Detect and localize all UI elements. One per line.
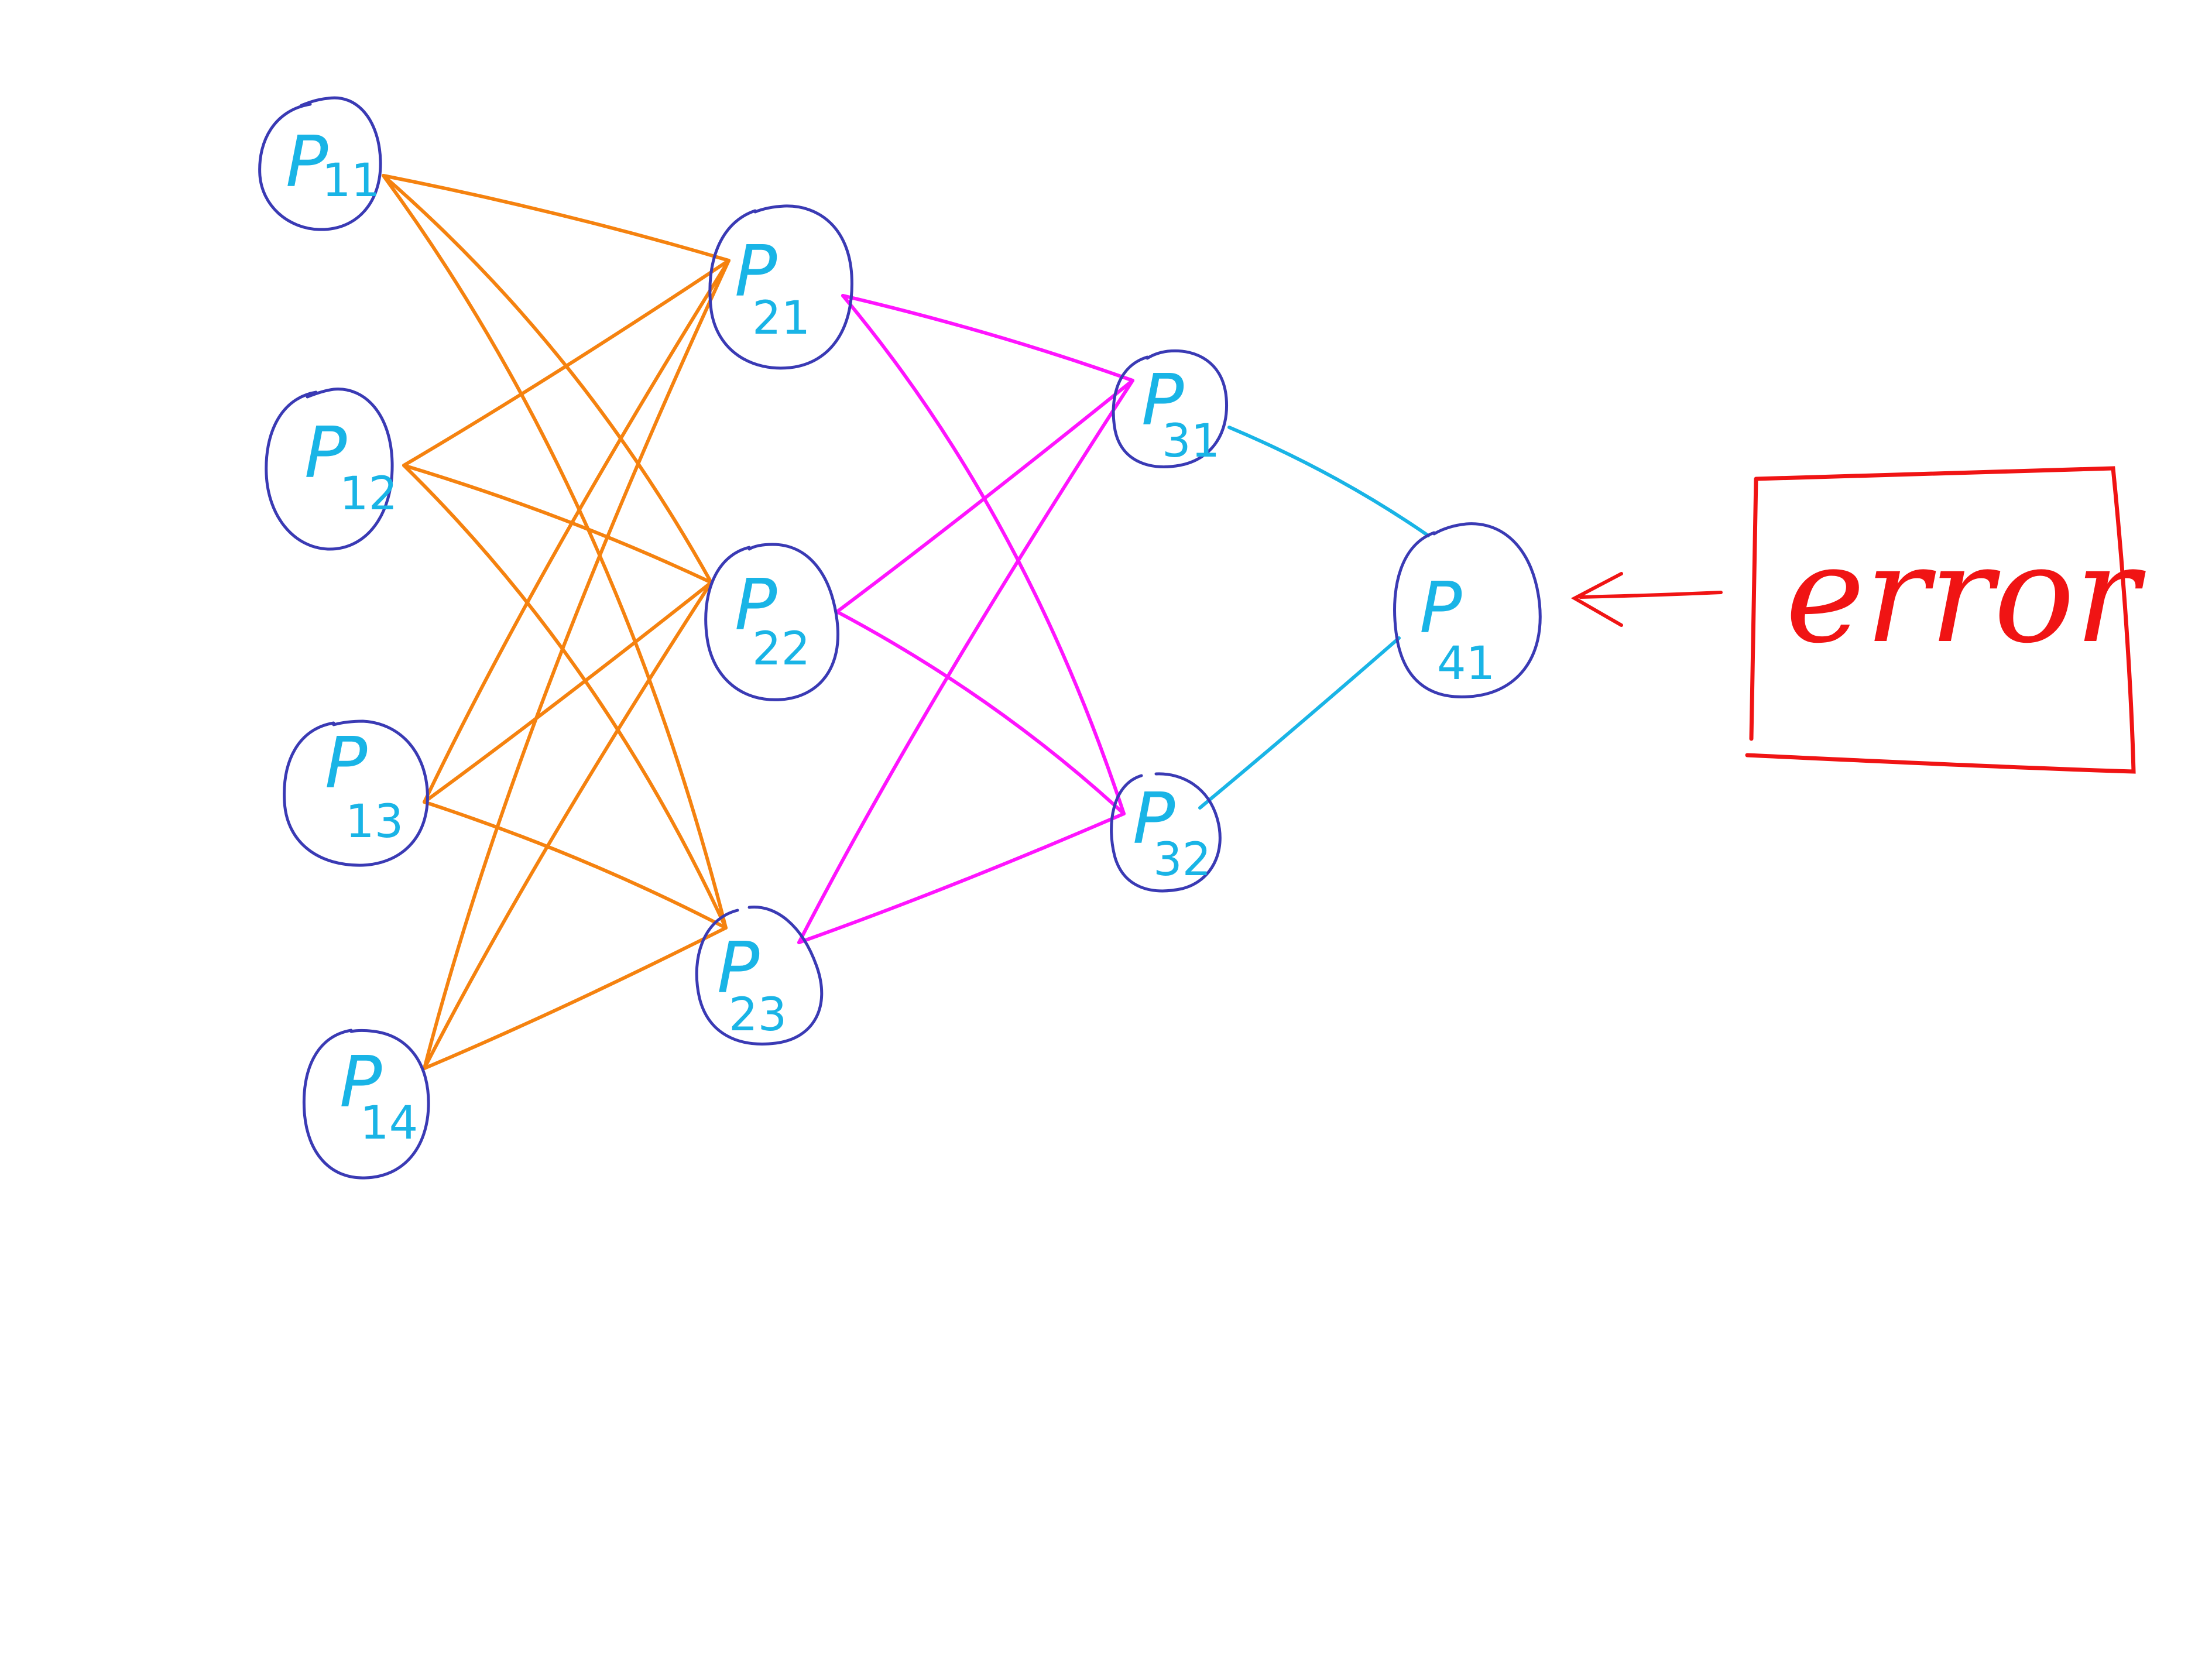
edge-p11-p22 bbox=[382, 174, 713, 584]
edge-p13-p22 bbox=[423, 581, 713, 804]
node-label-sub: 32 bbox=[1153, 834, 1211, 886]
error-arrow bbox=[1570, 572, 1723, 627]
node-label-main: P bbox=[717, 928, 760, 1009]
edge-p22-p32 bbox=[835, 610, 1126, 815]
edges-layer2 bbox=[797, 294, 1134, 944]
edges-layer3 bbox=[1198, 426, 1430, 810]
edge-p31-p41 bbox=[1227, 426, 1430, 537]
arrow-shaft bbox=[1579, 591, 1723, 599]
error-label: error bbox=[1785, 517, 2146, 673]
edge-p21-p32 bbox=[841, 294, 1126, 815]
node-circle bbox=[302, 1029, 430, 1180]
node-label-main: P bbox=[1141, 360, 1184, 441]
edge-p11-p23 bbox=[382, 174, 728, 930]
node-p11: P 11 bbox=[258, 96, 382, 231]
arrow-head bbox=[1570, 572, 1623, 627]
node-label-sub: 12 bbox=[339, 468, 397, 520]
error-box: error bbox=[1745, 466, 2146, 774]
node-p23: P 23 bbox=[695, 906, 824, 1046]
node-label-main: P bbox=[1419, 568, 1462, 649]
node-circle bbox=[708, 204, 853, 370]
edge-p14-p21 bbox=[423, 259, 731, 1070]
node-p31: P 31 bbox=[1112, 349, 1229, 468]
node-label-sub: 22 bbox=[752, 623, 810, 676]
node-label-sub: 21 bbox=[752, 292, 810, 345]
node-circle bbox=[704, 543, 839, 701]
node-label-main: P bbox=[339, 1042, 382, 1123]
node-label-sub: 23 bbox=[729, 989, 787, 1041]
node-p13: P 13 bbox=[283, 719, 429, 867]
node-label-main: P bbox=[304, 413, 347, 494]
edge-p13-p23 bbox=[423, 800, 728, 930]
error-box-outline bbox=[1745, 466, 2136, 774]
node-p21: P 21 bbox=[708, 204, 853, 370]
node-p41: P 41 bbox=[1393, 522, 1542, 698]
edge-p11-p21 bbox=[382, 174, 731, 262]
edge-p13-p21 bbox=[423, 259, 731, 804]
node-circle bbox=[283, 719, 429, 867]
node-label-sub: 41 bbox=[1437, 637, 1495, 690]
node-label-main: P bbox=[735, 231, 777, 313]
node-label-sub: 13 bbox=[345, 796, 403, 848]
node-circle bbox=[265, 388, 394, 551]
node-p12: P 12 bbox=[265, 388, 397, 551]
node-label-main: P bbox=[1133, 779, 1175, 860]
node-p32: P 32 bbox=[1110, 772, 1222, 893]
edge-p12-p21 bbox=[402, 259, 731, 467]
node-label-sub: 11 bbox=[322, 155, 380, 207]
node-p22: P 22 bbox=[704, 543, 839, 701]
node-circle bbox=[695, 906, 824, 1046]
node-p14: P 14 bbox=[302, 1029, 430, 1180]
edge-p12-p22 bbox=[402, 464, 713, 584]
edge-p21-p31 bbox=[841, 294, 1134, 382]
edge-p23-p32 bbox=[797, 812, 1126, 944]
node-label-main: P bbox=[325, 723, 368, 804]
node-circle bbox=[1393, 522, 1542, 698]
edge-p14-p22 bbox=[423, 581, 713, 1070]
edge-p14-p23 bbox=[423, 926, 728, 1070]
node-circle bbox=[1112, 349, 1229, 468]
edge-p12-p23 bbox=[402, 464, 728, 930]
node-circle bbox=[1110, 772, 1222, 893]
edge-p32-p41 bbox=[1198, 636, 1401, 810]
edge-p23-p31 bbox=[797, 379, 1134, 944]
node-label-sub: 14 bbox=[360, 1097, 418, 1150]
node-circle bbox=[258, 96, 382, 231]
edge-p22-p31 bbox=[835, 379, 1134, 613]
edges-layer1 bbox=[382, 174, 731, 1070]
node-label-main: P bbox=[735, 565, 777, 646]
node-label-sub: 31 bbox=[1162, 415, 1220, 468]
node-label-main: P bbox=[286, 122, 328, 203]
